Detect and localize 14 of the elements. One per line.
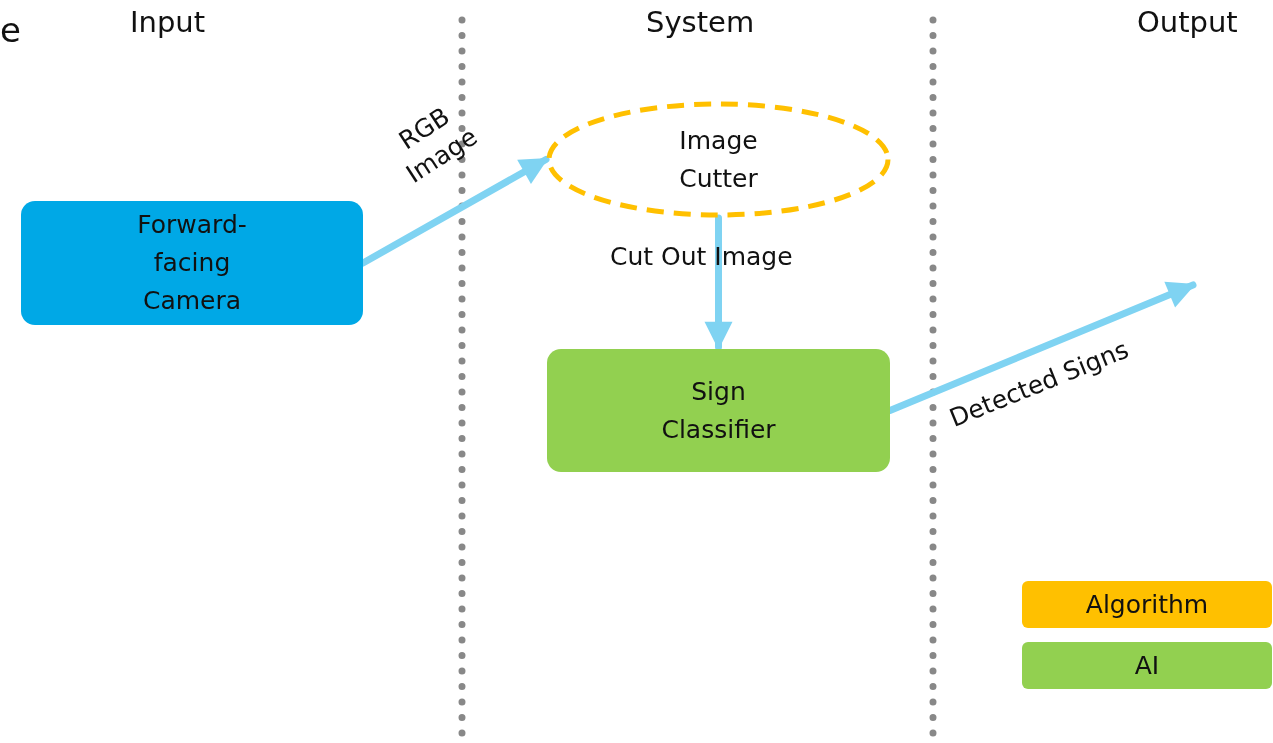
edge-label: Cut Out Image xyxy=(610,241,793,273)
node-label: Forward-facing Camera xyxy=(136,209,248,317)
process-box xyxy=(21,201,363,325)
legend-label: AI xyxy=(1134,651,1160,680)
legend-label: Algorithm xyxy=(1085,590,1209,619)
node-label: Image Cutter xyxy=(678,124,759,195)
column-heading: Output xyxy=(1137,5,1238,39)
cropped-title: e xyxy=(0,10,21,50)
arrow xyxy=(704,214,733,351)
process-box xyxy=(547,349,890,472)
column-heading: Input xyxy=(130,5,206,39)
algorithm-ellipse xyxy=(546,101,891,218)
column-heading: System xyxy=(646,5,755,39)
node-label: Sign Classifier xyxy=(660,375,777,446)
